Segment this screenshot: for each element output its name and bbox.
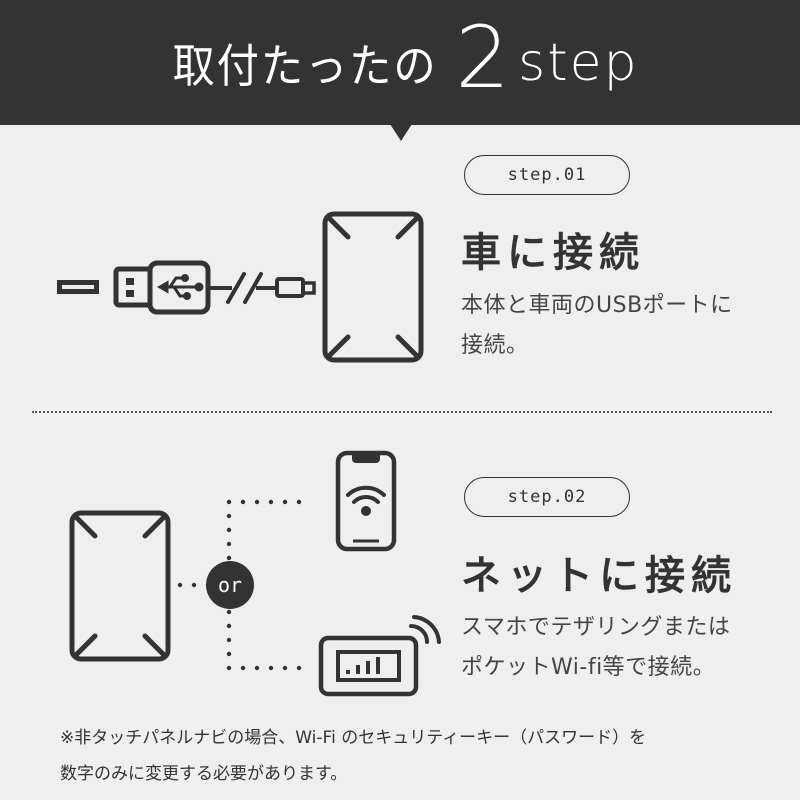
- micro-usb-plug-icon: [275, 277, 316, 298]
- step-1-badge: step.01: [464, 155, 630, 195]
- device-icon: [322, 211, 424, 363]
- step-1-description: 本体と車両のUSBポートに 接続。: [461, 286, 733, 366]
- footnote-line: ※非タッチパネルナビの場合、Wi-Fi のセキュリティーキー（パスワード）を: [60, 728, 647, 748]
- page-title: 取付たったの 2 step: [0, 0, 800, 125]
- step-1-heading: 車に接続: [461, 230, 645, 276]
- title-prefix: 取付たったの: [172, 38, 438, 93]
- header-pointer: [390, 124, 412, 141]
- step-1-description-line: 接続。: [461, 333, 529, 358]
- cable-break-icon: [210, 272, 278, 304]
- connection-dotted-lines: [177, 499, 302, 671]
- step-2-description: スマホでテザリングまたは ポケットWi-fi等で接続。: [461, 608, 730, 688]
- section-divider: [32, 411, 772, 413]
- step-2-heading: ネットに接続: [461, 553, 737, 599]
- header-banner: [0, 0, 800, 125]
- step-2-badge: step.02: [464, 477, 630, 517]
- smartphone-wifi-icon: [335, 450, 397, 552]
- or-label: or: [217, 573, 243, 597]
- device-icon: [69, 510, 171, 662]
- footnote: ※非タッチパネルナビの場合、Wi-Fi のセキュリティーキー（パスワード）を 数…: [60, 720, 646, 792]
- footnote-line: 数字のみに変更する必要があります。: [60, 764, 348, 784]
- step-2-description-line: スマホでテザリングまたは: [461, 615, 731, 640]
- step-2-description-line: ポケットWi-fi等で接続。: [461, 655, 716, 680]
- step-1-description-line: 本体と車両のUSBポートに: [461, 293, 733, 318]
- title-suffix: step: [518, 32, 639, 93]
- usb-port-icon: [57, 280, 99, 294]
- usb-plug-icon: [113, 260, 211, 315]
- pocket-wifi-router-icon: [318, 615, 441, 697]
- or-connector-badge: or: [206, 561, 254, 609]
- title-number: 2: [455, 7, 511, 108]
